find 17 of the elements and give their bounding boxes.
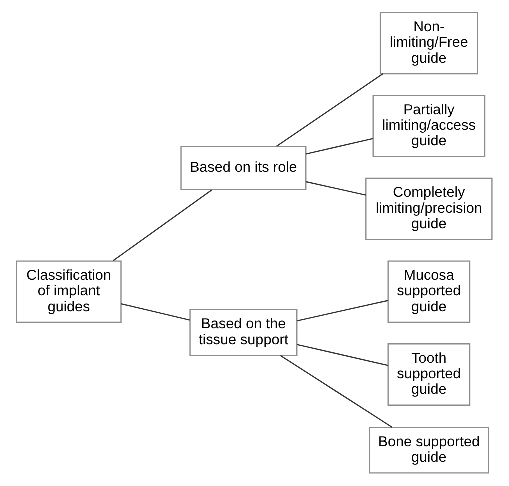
connector bbox=[276, 74, 384, 148]
node-box: Bone supported guide bbox=[369, 426, 490, 474]
node-box: Tooth supported guide bbox=[388, 344, 471, 406]
connector bbox=[280, 355, 393, 428]
connector bbox=[306, 181, 366, 196]
connector bbox=[306, 138, 374, 155]
connector bbox=[297, 300, 388, 322]
node-box: Non-limiting/Free guide bbox=[380, 12, 478, 75]
node-box: Partially limiting/access guide bbox=[372, 95, 486, 158]
node-box: Based on its role bbox=[180, 146, 307, 190]
node-box: Classification of implant guides bbox=[16, 260, 122, 324]
connector bbox=[297, 344, 388, 366]
connector bbox=[121, 303, 190, 321]
connector bbox=[112, 190, 212, 262]
node-box: Based on the tissue support bbox=[190, 309, 298, 356]
node-box: Mucosa supported guide bbox=[388, 260, 471, 324]
node-box: Completely limiting/precision guide bbox=[366, 178, 493, 240]
